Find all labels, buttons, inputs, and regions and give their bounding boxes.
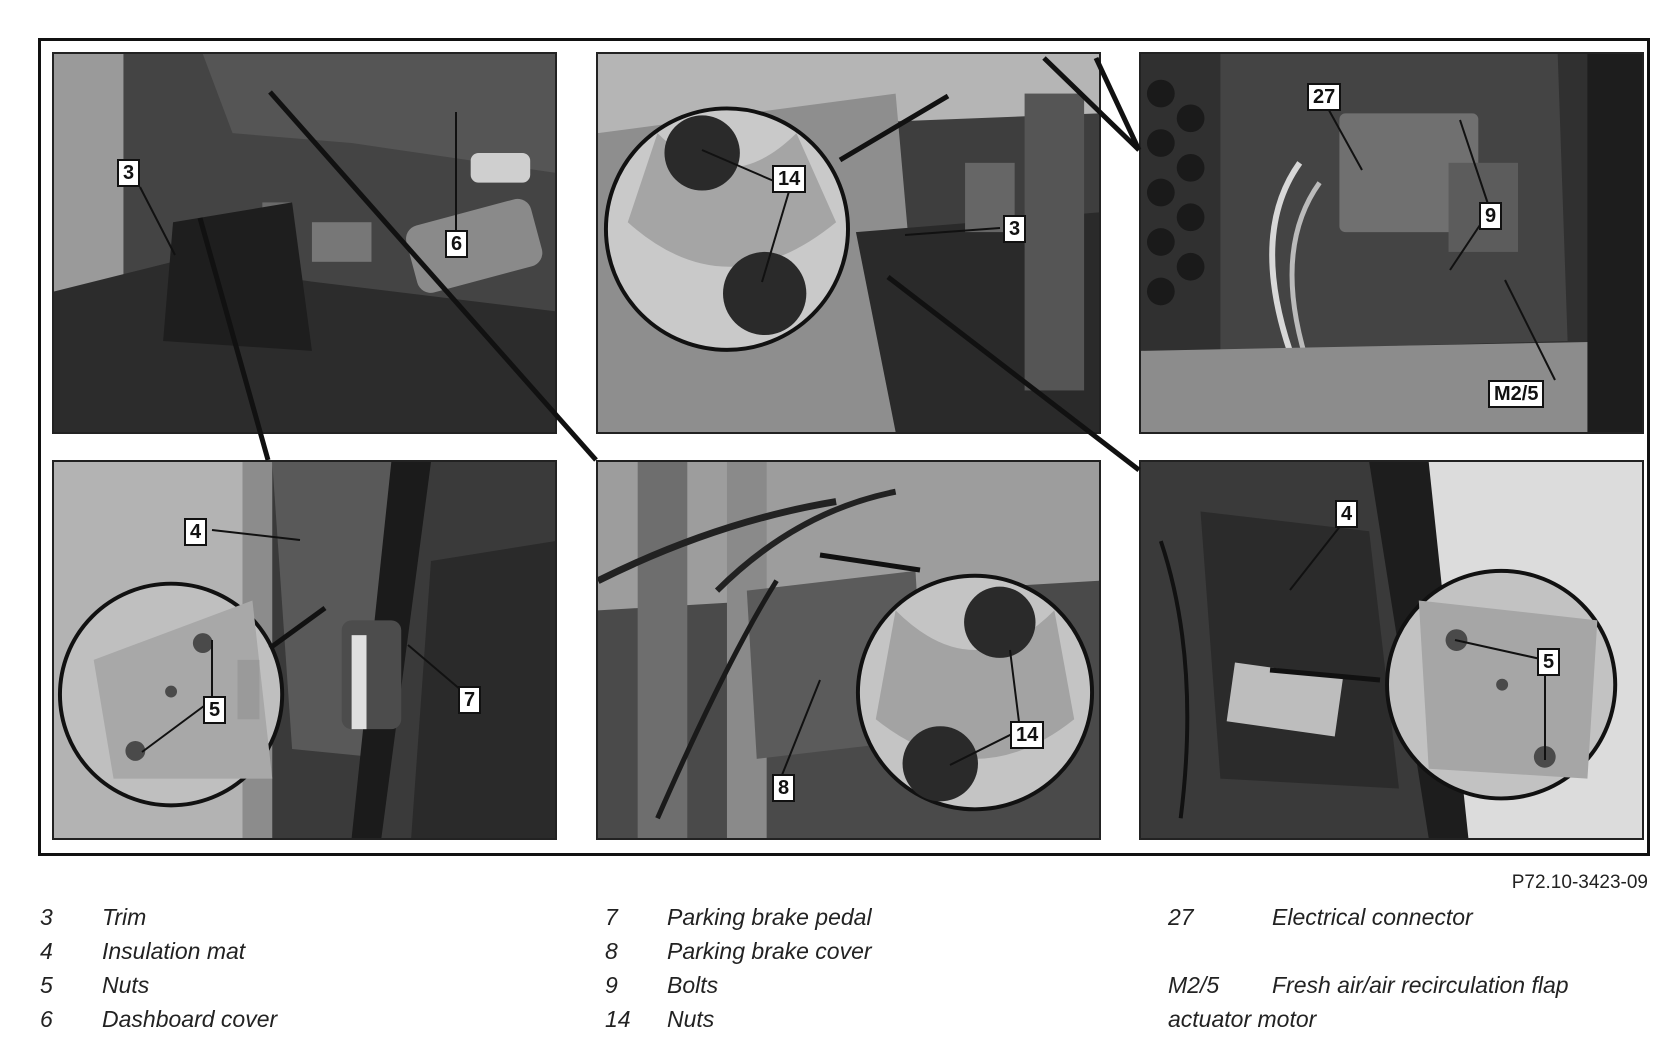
callout-8: 8 (772, 774, 796, 802)
legend-item: 27 Electrical connector (1168, 900, 1569, 934)
panel-bottom-middle-photo (598, 462, 1099, 838)
legend-item: 3 Trim (40, 900, 277, 934)
panel-top-right (1139, 52, 1644, 434)
legend-number: 9 (605, 972, 618, 998)
callout-3-top-left: 3 (117, 159, 141, 187)
legend-number: M2/5 (1168, 972, 1220, 998)
legend-description: Electrical connector (1272, 904, 1473, 930)
legend-column-1: 3 Trim 4 Insulation mat 5 Nuts 6 Dashboard c… (40, 900, 277, 1036)
legend-description: Dashboard cover (102, 1006, 278, 1032)
callout-7: 7 (458, 686, 482, 714)
panel-top-middle (596, 52, 1101, 434)
panel-bottom-middle (596, 460, 1101, 840)
legend-item: M2/5 Fresh air/air recirculation flap (1168, 968, 1569, 1002)
legend-description: Insulation mat (102, 938, 246, 964)
legend-item: 8 Parking brake cover (605, 934, 872, 968)
legend-item: 7 Parking brake pedal (605, 900, 872, 934)
legend-description: Trim (102, 904, 147, 930)
legend-number: 4 (40, 938, 53, 964)
legend-number: 27 (1168, 904, 1194, 930)
legend-number: 7 (605, 904, 618, 930)
legend-description: actuator motor (1168, 1006, 1317, 1032)
legend-number: 5 (40, 972, 53, 998)
legend-column-3: 27 Electrical connector M2/5 Fresh air/air… (1168, 900, 1569, 1036)
panel-top-left (52, 52, 557, 434)
legend-item-continuation: actuator motor (1168, 1002, 1569, 1036)
legend-description: Nuts (667, 1006, 715, 1032)
callout-9: 9 (1479, 202, 1503, 230)
legend-item: 4 Insulation mat (40, 934, 277, 968)
legend-number: 14 (605, 1006, 631, 1032)
callout-27: 27 (1307, 83, 1342, 111)
magnifier-nuts-5-left (57, 581, 285, 808)
panel-top-left-photo (54, 54, 555, 432)
figure-id: P72.10-3423-09 (1511, 872, 1648, 893)
callout-m2-5: M2/5 (1488, 380, 1545, 408)
legend-item: 5 Nuts (40, 968, 277, 1002)
legend-number: 8 (605, 938, 618, 964)
callout-14-top: 14 (772, 165, 807, 193)
callout-3-top-middle: 3 (1003, 215, 1027, 243)
callout-4-bottom-right: 4 (1335, 500, 1359, 528)
callout-6: 6 (445, 230, 469, 258)
legend-number: 3 (40, 904, 53, 930)
legend-description: Nuts (102, 972, 150, 998)
magnifier-nuts-14 (603, 106, 850, 352)
legend-spacer (1168, 934, 1569, 968)
legend-description: Parking brake cover (667, 938, 872, 964)
callout-14-bottom: 14 (1010, 721, 1045, 749)
legend-description: Bolts (667, 972, 719, 998)
callout-5-bottom-right: 5 (1537, 648, 1561, 676)
panel-bottom-left (52, 460, 557, 840)
panel-bottom-right-photo (1141, 462, 1642, 838)
callout-5-bottom-left: 5 (203, 696, 227, 724)
legend-description: Fresh air/air recirculation flap (1272, 972, 1569, 998)
legend-item: 14 Nuts (605, 1002, 872, 1036)
magnifier-nuts-5-right (1385, 568, 1618, 801)
legend-number: 6 (40, 1006, 53, 1032)
panel-bottom-right (1139, 460, 1644, 840)
callout-4-bottom-left: 4 (184, 518, 208, 546)
panel-top-right-photo (1141, 54, 1642, 432)
legend-item: 9 Bolts (605, 968, 872, 1002)
legend-item: 6 Dashboard cover (40, 1002, 277, 1036)
legend-column-2: 7 Parking brake pedal 8 Parking brake cove… (605, 900, 872, 1036)
legend-description: Parking brake pedal (667, 904, 872, 930)
magnifier-nuts-14-bottom (855, 573, 1095, 812)
